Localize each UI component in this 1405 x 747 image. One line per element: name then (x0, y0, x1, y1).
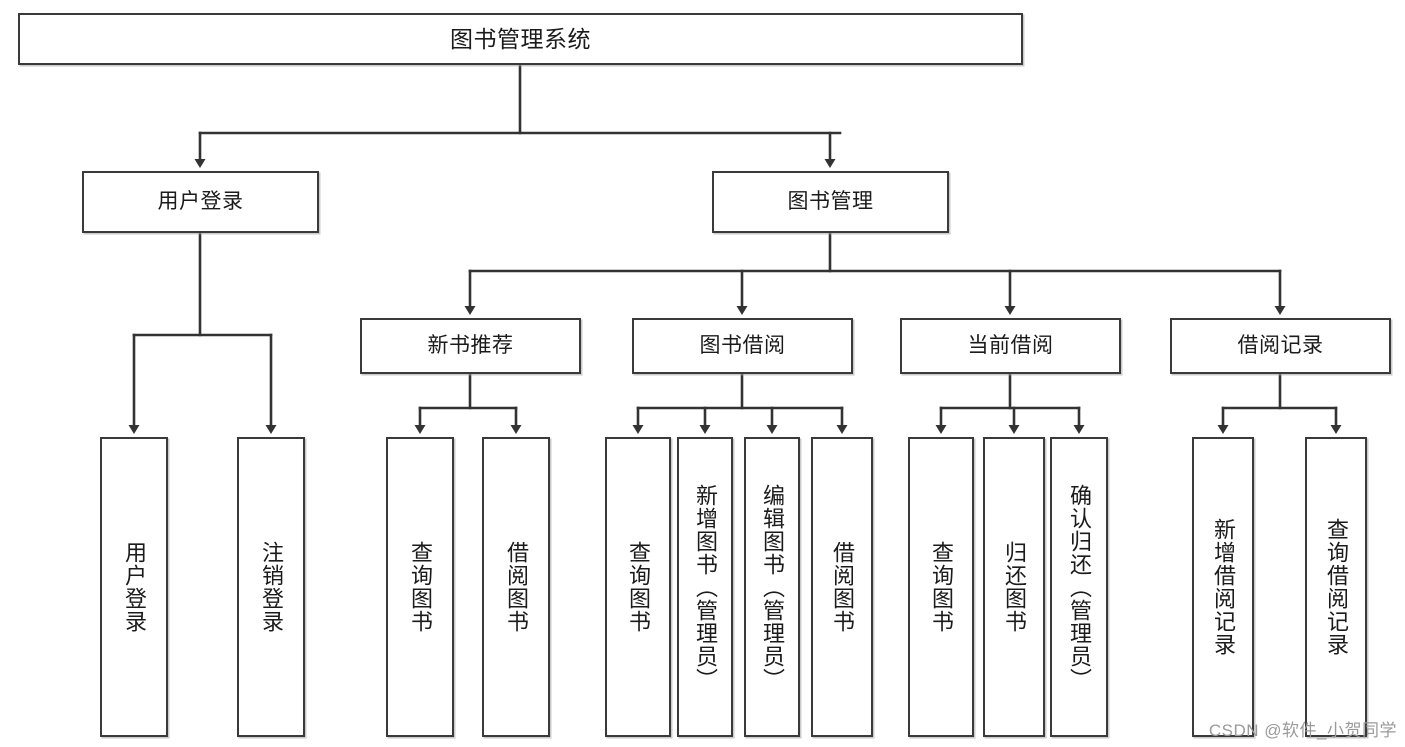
node-leaf-edit-book-label: 编辑图书（管理员） (759, 483, 785, 691)
node-leaf-logout[interactable]: 注销登录 (237, 437, 305, 737)
node-leaf-query-record[interactable]: 查询借阅记录 (1305, 437, 1367, 737)
node-leaf-query-book-2[interactable]: 查询图书 (605, 437, 671, 737)
node-book-manage-label: 图书管理 (787, 189, 874, 213)
edge-userlogin-to-leaves (128, 231, 277, 434)
node-leaf-add-book-label: 新增图书（管理员） (692, 483, 718, 691)
node-leaf-confirm-return[interactable]: 确认归还（管理员） (1050, 437, 1108, 737)
node-new-book-recommend-label: 新书推荐 (427, 333, 514, 357)
edge-root-to-level2 (194, 63, 842, 168)
node-leaf-return-book[interactable]: 归还图书 (983, 437, 1045, 737)
node-root[interactable]: 图书管理系统 (18, 13, 1023, 65)
node-leaf-borrow-book-1[interactable]: 借阅图书 (482, 437, 550, 737)
node-leaf-query-book-2-label: 查询图书 (625, 541, 651, 633)
node-user-login[interactable]: 用户登录 (82, 171, 319, 233)
node-leaf-borrow-book-1-label: 借阅图书 (503, 541, 529, 633)
node-current-borrow[interactable]: 当前借阅 (900, 318, 1121, 374)
node-book-manage[interactable]: 图书管理 (712, 171, 949, 233)
node-borrow-record-label: 借阅记录 (1237, 333, 1324, 357)
node-leaf-add-record-label: 新增借阅记录 (1210, 518, 1236, 656)
node-leaf-confirm-return-label: 确认归还（管理员） (1066, 483, 1092, 691)
watermark: CSDN @软件_小贺同学 (1208, 721, 1397, 740)
node-leaf-return-book-label: 归还图书 (1001, 541, 1027, 633)
node-root-label: 图书管理系统 (450, 25, 591, 52)
node-leaf-query-record-label: 查询借阅记录 (1323, 518, 1349, 656)
node-leaf-add-record[interactable]: 新增借阅记录 (1192, 437, 1254, 737)
node-leaf-user-login-label: 用户登录 (121, 541, 147, 633)
node-user-login-label: 用户登录 (157, 189, 244, 213)
edge-currentborrow-to-leaves (935, 372, 1085, 434)
node-book-borrow[interactable]: 图书借阅 (632, 318, 853, 374)
node-borrow-record[interactable]: 借阅记录 (1170, 318, 1391, 374)
node-leaf-borrow-book-2-label: 借阅图书 (829, 541, 855, 633)
node-leaf-query-book-1-label: 查询图书 (407, 541, 433, 633)
node-leaf-query-book-1[interactable]: 查询图书 (386, 437, 454, 737)
node-leaf-add-book[interactable]: 新增图书（管理员） (677, 437, 733, 737)
edge-bookmanage-to-level3 (464, 231, 1286, 315)
edge-borrowrecord-to-leaves (1217, 372, 1342, 434)
node-book-borrow-label: 图书借阅 (699, 333, 786, 357)
node-leaf-query-book-3-label: 查询图书 (928, 541, 954, 633)
node-leaf-query-book-3[interactable]: 查询图书 (908, 437, 974, 737)
node-new-book-recommend[interactable]: 新书推荐 (360, 318, 581, 374)
node-leaf-user-login[interactable]: 用户登录 (100, 437, 168, 737)
edge-bookborrow-to-leaves (632, 372, 848, 434)
node-leaf-logout-label: 注销登录 (258, 541, 284, 633)
node-current-borrow-label: 当前借阅 (967, 333, 1054, 357)
node-leaf-edit-book[interactable]: 编辑图书（管理员） (744, 437, 800, 737)
edge-newbook-to-leaves (414, 372, 522, 434)
node-leaf-borrow-book-2[interactable]: 借阅图书 (811, 437, 873, 737)
